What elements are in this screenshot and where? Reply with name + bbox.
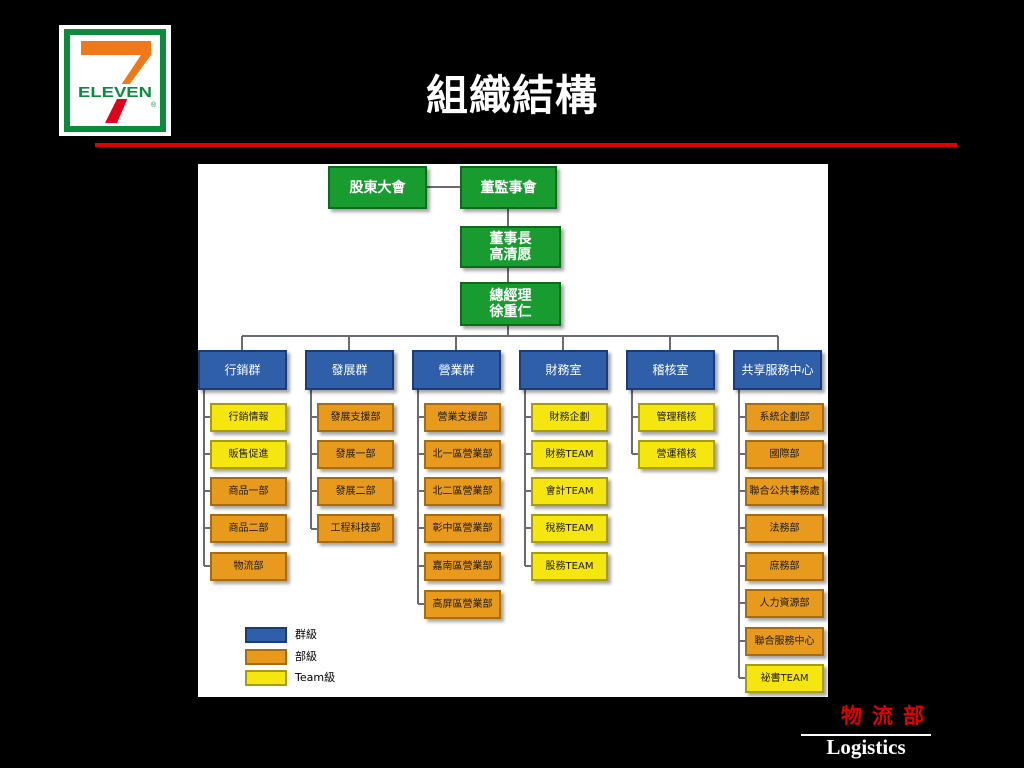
legend-swatch-dept bbox=[245, 649, 287, 665]
unit-box: 商品二部 bbox=[210, 514, 287, 543]
unit-box: 股務TEAM bbox=[531, 552, 608, 581]
unit-box: 會計TEAM bbox=[531, 477, 608, 506]
unit-box: 系統企劃部 bbox=[745, 403, 824, 432]
legend-label: 群級 bbox=[295, 628, 317, 641]
unit-box: 發展一部 bbox=[317, 440, 394, 469]
org-chart: 股東大會 董監事會 董事長 高清愿 總經理 徐重仁 行銷群 發展群 營業群 財務… bbox=[198, 164, 828, 697]
unit-box: 財務TEAM bbox=[531, 440, 608, 469]
unit-box: 發展支援部 bbox=[317, 403, 394, 432]
unit-box: 商品一部 bbox=[210, 477, 287, 506]
president-name: 徐重仁 bbox=[489, 304, 532, 320]
legend-swatch-group bbox=[245, 627, 287, 643]
group-box-development: 發展群 bbox=[305, 350, 394, 390]
chairman-title: 董事長 bbox=[489, 231, 532, 247]
group-box-operations: 營業群 bbox=[412, 350, 501, 390]
legend-swatch-team bbox=[245, 670, 287, 686]
unit-box: 國際部 bbox=[745, 440, 824, 469]
registered-mark: ® bbox=[151, 101, 157, 109]
chairman-box: 董事長 高清愿 bbox=[460, 226, 561, 268]
president-title: 總經理 bbox=[489, 288, 532, 304]
title-divider bbox=[95, 143, 957, 147]
unit-box: 行銷情報 bbox=[210, 403, 287, 432]
unit-box: 營業支援部 bbox=[424, 403, 501, 432]
seven-eleven-logo: ELEVEN ® bbox=[59, 25, 171, 136]
unit-box: 販售促進 bbox=[210, 440, 287, 469]
president-box: 總經理 徐重仁 bbox=[460, 282, 561, 326]
unit-box: 彰中區營業部 bbox=[424, 514, 501, 543]
unit-box: 管理稽核 bbox=[638, 403, 715, 432]
unit-box: 人力資源部 bbox=[745, 589, 824, 618]
page-title: 組織結構 bbox=[425, 71, 598, 120]
unit-box: 發展二部 bbox=[317, 477, 394, 506]
chairman-name: 高清愿 bbox=[489, 247, 532, 263]
department-label-en: Logistics bbox=[826, 735, 906, 759]
unit-box: 工程科技部 bbox=[317, 514, 394, 543]
board-box: 董監事會 bbox=[460, 166, 557, 209]
group-box-marketing: 行銷群 bbox=[198, 350, 287, 390]
group-box-shared-services: 共享服務中心 bbox=[733, 350, 822, 390]
department-label: 物流部 bbox=[841, 703, 934, 728]
unit-box: 北一區營業部 bbox=[424, 440, 501, 469]
unit-box: 法務部 bbox=[745, 514, 824, 543]
unit-box: 稅務TEAM bbox=[531, 514, 608, 543]
unit-box: 營運稽核 bbox=[638, 440, 715, 469]
unit-box: 聯合服務中心 bbox=[745, 627, 824, 656]
footer-divider bbox=[801, 734, 931, 736]
logo-wordmark: ELEVEN bbox=[78, 84, 152, 101]
group-box-finance: 財務室 bbox=[519, 350, 608, 390]
unit-box: 祕書TEAM bbox=[745, 664, 824, 693]
shareholders-meeting-box: 股東大會 bbox=[328, 166, 427, 209]
unit-box: 北二區營業部 bbox=[424, 477, 501, 506]
unit-box: 聯合公共事務處 bbox=[745, 477, 824, 506]
unit-box: 財務企劃 bbox=[531, 403, 608, 432]
legend-label: Team級 bbox=[295, 671, 336, 684]
unit-box: 高屏區營業部 bbox=[424, 590, 501, 619]
legend-label: 部級 bbox=[295, 650, 317, 663]
unit-box: 物流部 bbox=[210, 552, 287, 581]
group-box-audit: 稽核室 bbox=[626, 350, 715, 390]
unit-box: 庶務部 bbox=[745, 552, 824, 581]
unit-box: 嘉南區營業部 bbox=[424, 552, 501, 581]
connector-lines bbox=[203, 186, 779, 679]
